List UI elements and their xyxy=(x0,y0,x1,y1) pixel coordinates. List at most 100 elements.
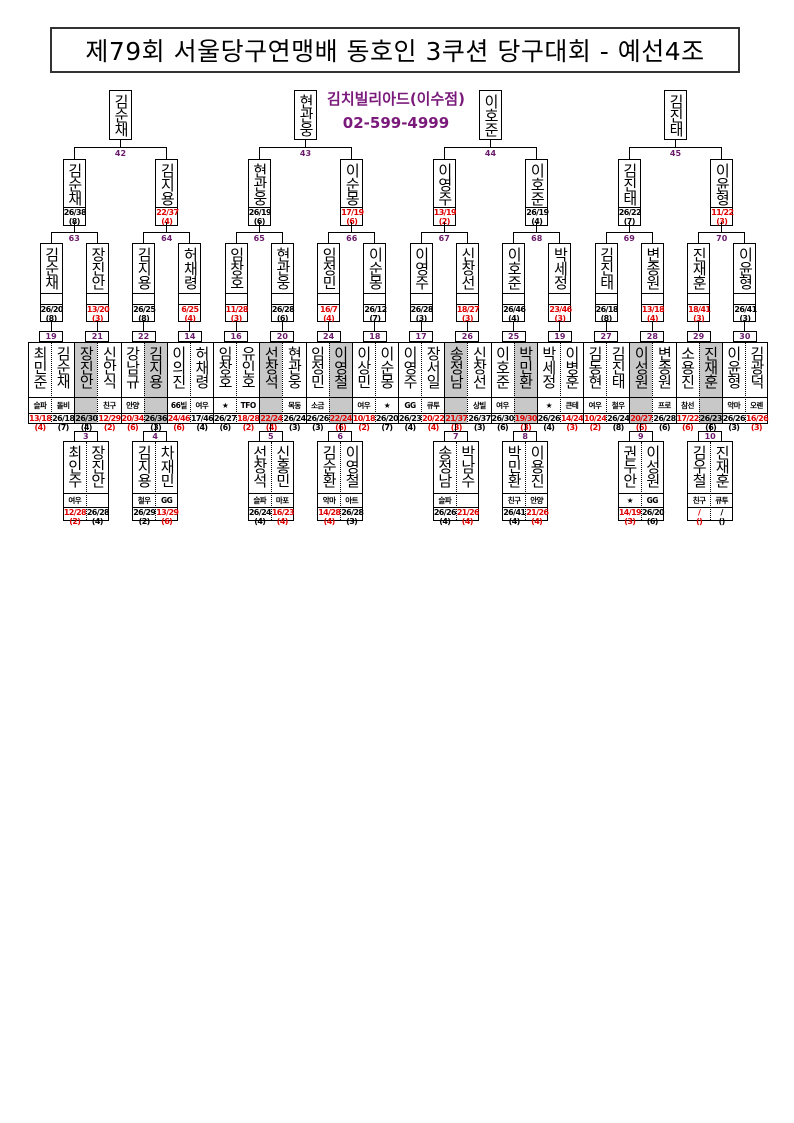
club-name: 슬파 xyxy=(433,493,456,507)
match-number-box: 17 xyxy=(409,331,434,342)
score-cell: 26/20(6) xyxy=(641,507,665,526)
player-name: 김동현 xyxy=(586,346,604,388)
player-name: 김지용 xyxy=(135,247,154,289)
connector-line xyxy=(166,147,168,159)
blank-cell xyxy=(86,293,108,304)
player-name: 장진안 xyxy=(77,346,96,388)
score-cell: 26/46(4) xyxy=(503,304,526,323)
score: 22/24 xyxy=(260,414,283,423)
score-cell: 12/29(2) xyxy=(98,413,121,432)
score-cell: 26/28(6) xyxy=(271,304,295,323)
inning: (6) xyxy=(335,423,347,432)
blank-cell xyxy=(179,293,201,304)
inning: (4) xyxy=(276,517,289,526)
inning: (3) xyxy=(520,423,532,432)
connector-line xyxy=(628,222,630,232)
score-cell: 20/34(6) xyxy=(121,413,145,432)
club-name: 돌비 xyxy=(52,397,75,413)
score: 18/27 xyxy=(456,305,480,314)
connector-line xyxy=(328,232,330,243)
inning: (3) xyxy=(693,314,705,323)
player-name: 장진안 xyxy=(88,445,107,487)
score: 26/23 xyxy=(399,414,422,423)
inning: (8) xyxy=(612,423,625,432)
connector-line xyxy=(235,232,237,243)
score-cell: 26/20(8) xyxy=(40,304,64,323)
connector-line xyxy=(50,232,52,243)
score: 21/26 xyxy=(456,508,480,517)
connector-line xyxy=(143,232,145,243)
inning: (4) xyxy=(531,517,543,526)
blank-cell xyxy=(271,293,293,304)
inning: (6) xyxy=(682,423,694,432)
score: 26/20 xyxy=(40,305,64,314)
score-cell: 26/24(8) xyxy=(607,413,630,432)
qualifier-player: 장진안 26/28(4) xyxy=(85,442,110,526)
player-name: 송정남 xyxy=(435,445,454,487)
club-name: ★ xyxy=(537,397,560,413)
score-cell: 26/24(4) xyxy=(248,507,272,526)
inning: (4) xyxy=(508,314,520,323)
connector-line xyxy=(605,322,607,331)
player-name: 이영철 xyxy=(343,445,362,487)
score: 17/46 xyxy=(190,414,214,423)
round3-player-box: 김순채 xyxy=(109,90,132,140)
club-name: 안양 xyxy=(526,493,548,507)
score: 19/30 xyxy=(514,414,538,423)
match-number: 70 xyxy=(716,234,728,243)
player-name: 박남수 xyxy=(458,445,477,487)
score-cell: 26/30(6) xyxy=(491,413,514,432)
score-cell: 26/26(4) xyxy=(537,413,561,432)
score-cell: 26/19(4) xyxy=(526,207,549,226)
player-name: 강남규 xyxy=(123,346,142,388)
score: 17/22 xyxy=(676,414,700,423)
score: 26/28 xyxy=(86,508,110,517)
player-name: 허채령 xyxy=(181,247,200,289)
club-name: 여우 xyxy=(491,397,514,413)
connector-line xyxy=(258,147,260,159)
connector-line xyxy=(536,147,538,159)
score: 18/28 xyxy=(237,414,260,423)
inning: (6) xyxy=(646,517,659,526)
score: / xyxy=(698,508,701,517)
player-name: 소용진 xyxy=(678,346,697,388)
match-number-box: 14 xyxy=(177,331,202,342)
club-name: 프로 xyxy=(653,397,676,413)
score: 20/34 xyxy=(121,414,145,423)
club-name: GG xyxy=(641,493,663,507)
match-number: 45 xyxy=(669,149,682,158)
match-number: 42 xyxy=(114,149,127,158)
inning: (6) xyxy=(635,423,648,432)
score: 26/29 xyxy=(133,508,156,517)
club-name: GG xyxy=(399,397,422,413)
player-name: 이영주 xyxy=(412,247,431,289)
player-name: 김진태 xyxy=(609,346,628,388)
club-name: 소금 xyxy=(306,397,329,413)
score: 26/22 xyxy=(618,208,642,217)
score: 26/18 xyxy=(52,414,75,423)
score: 16/26 xyxy=(745,414,769,423)
score-cell: 22/37(4) xyxy=(156,207,179,226)
inning: (6) xyxy=(249,217,270,226)
player-name: 김순채 xyxy=(54,346,73,388)
inning: (4) xyxy=(91,517,104,526)
connector-line xyxy=(536,222,538,232)
connector-line xyxy=(235,322,237,331)
inning: (4) xyxy=(80,423,93,432)
score: 12/29 xyxy=(98,414,121,423)
club-name: 철우 xyxy=(607,397,630,413)
page-title: 제79회 서울당구연맹배 동호인 3쿠션 당구대회 - 예선4조 xyxy=(50,27,740,73)
